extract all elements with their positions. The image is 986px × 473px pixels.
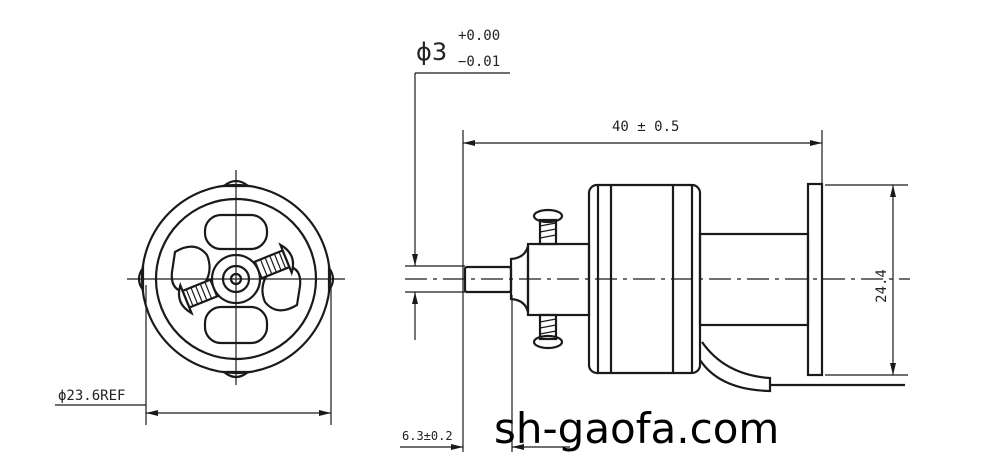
front-diameter-label: ϕ23.6REF bbox=[58, 388, 125, 404]
shaft-end bbox=[229, 272, 243, 286]
hub bbox=[210, 253, 262, 305]
set-screws bbox=[177, 242, 295, 316]
screw-bottom bbox=[532, 334, 564, 350]
inner-rim bbox=[154, 197, 318, 361]
wire bbox=[699, 341, 772, 393]
shaft-length-label: 6.3±0.2 bbox=[402, 429, 453, 443]
vent-top bbox=[203, 213, 269, 251]
vent-bottom bbox=[203, 305, 269, 345]
rim-bumps bbox=[137, 179, 335, 379]
length-label: 40 ± 0.5 bbox=[612, 119, 679, 135]
outer-rim bbox=[140, 183, 332, 375]
shaft-diameter-label: ϕ3 bbox=[416, 38, 447, 66]
hub-inner bbox=[221, 264, 251, 294]
side-view bbox=[400, 72, 910, 452]
front-view bbox=[55, 170, 345, 425]
vent-left bbox=[170, 245, 211, 294]
shaft-diameter-lower-tol: −0.01 bbox=[458, 54, 500, 70]
shaft-diameter-upper-tol: +0.00 bbox=[458, 28, 500, 44]
height-label: 24.4 bbox=[874, 269, 890, 303]
mount-flange bbox=[806, 182, 824, 377]
vent-right bbox=[261, 264, 302, 312]
watermark: sh-gaofa.com bbox=[494, 404, 779, 453]
